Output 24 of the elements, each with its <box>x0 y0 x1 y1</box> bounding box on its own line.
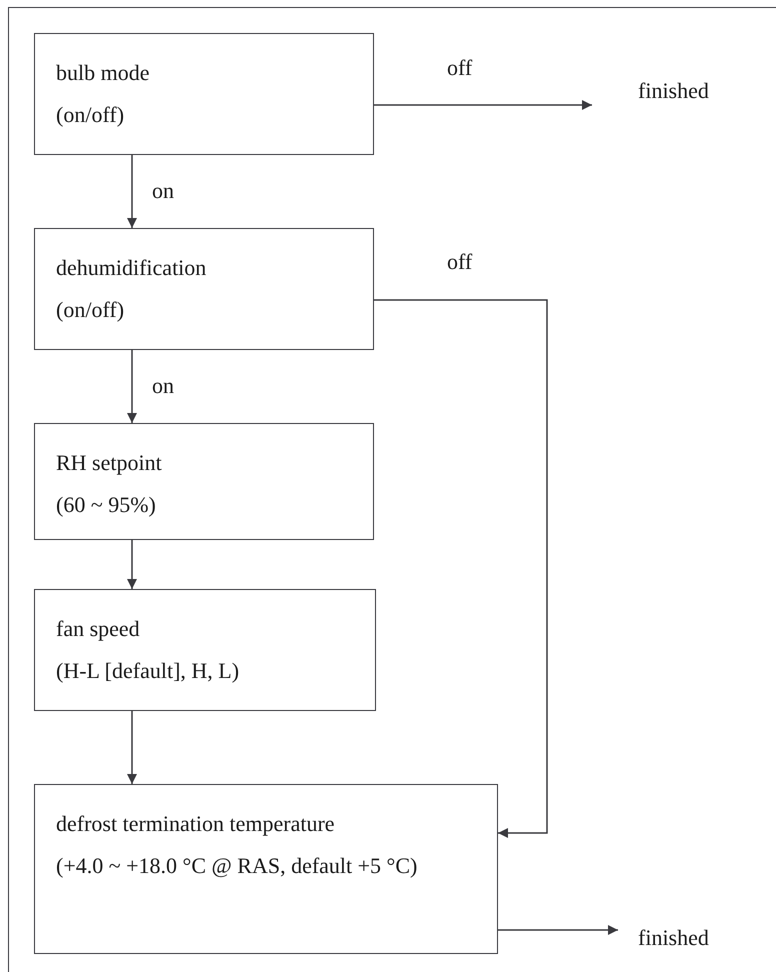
arrow <box>127 711 137 784</box>
step-options: (on/off) <box>56 94 353 136</box>
process-box <box>34 784 498 954</box>
process-box <box>34 228 374 350</box>
step-options: (on/off) <box>56 289 353 331</box>
end-label: finished <box>638 77 709 105</box>
end-label: finished <box>638 924 709 952</box>
step-title: fan speed <box>56 615 141 643</box>
arrow <box>127 540 137 589</box>
step-options: (60 ~ 95%) <box>56 484 353 526</box>
step-title: dehumidification <box>56 254 208 282</box>
step-options: (+4.0 ~ +18.0 °C @ RAS, default +5 °C) <box>56 845 477 887</box>
arrow <box>127 155 137 228</box>
step-title: defrost termination temperature <box>56 810 336 838</box>
step-title: bulb mode <box>56 59 150 87</box>
process-box <box>34 589 376 711</box>
arrow <box>127 350 137 423</box>
process-box <box>34 423 374 540</box>
step-title: RH setpoint <box>56 449 163 477</box>
process-box <box>34 33 374 155</box>
arrow <box>374 299 548 838</box>
step-options: (H-L [default], H, L) <box>56 650 355 692</box>
arrow <box>374 100 592 110</box>
arrow <box>498 925 618 935</box>
